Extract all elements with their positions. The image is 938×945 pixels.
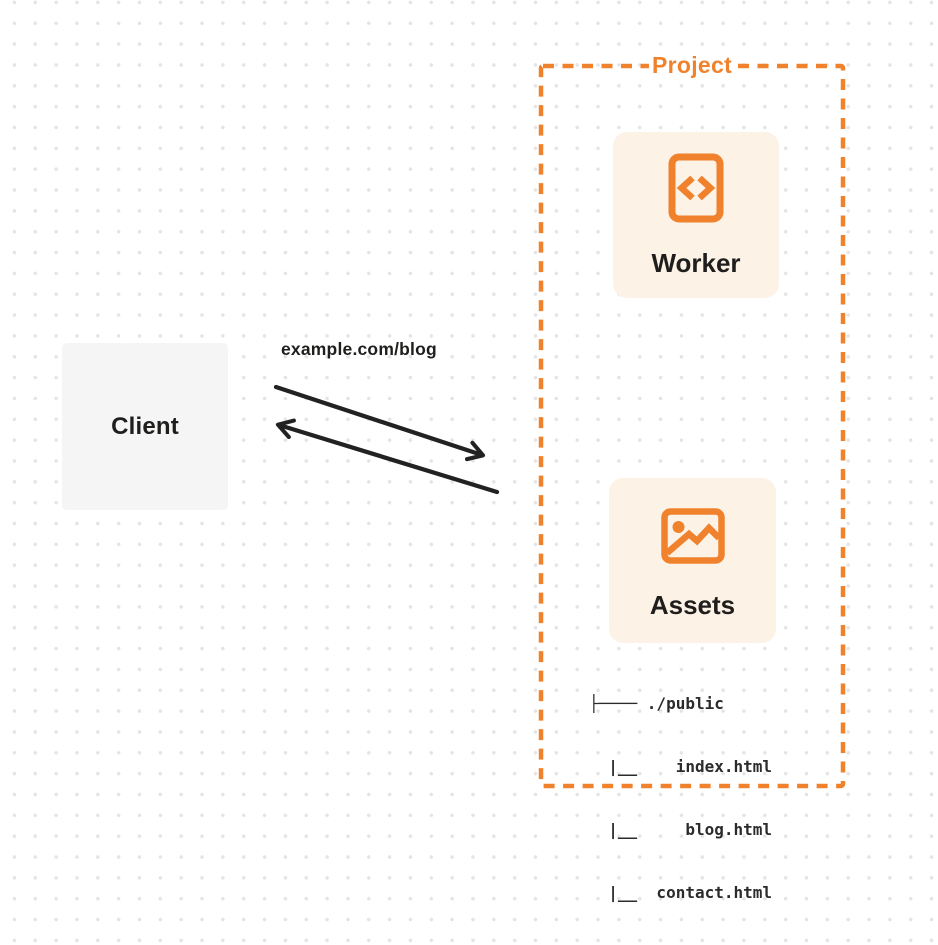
assets-label: Assets [649, 589, 736, 620]
response-arrow-left [275, 418, 500, 495]
file-tree-line: |__ contact.html [589, 883, 773, 902]
project-container: Project Worker Assets ├──── ./public |__… [536, 52, 848, 902]
client-node: Client [62, 343, 228, 510]
file-tree-line: ├──── ./public [589, 694, 724, 713]
request-url-label: example.com/blog [281, 339, 437, 359]
client-label: Client [111, 412, 179, 440]
request-arrow-right [273, 384, 486, 462]
file-tree-line: |__ blog.html [589, 820, 773, 839]
project-label: Project [648, 52, 736, 78]
assets-file-tree: ├──── ./public |__ index.html |__ blog.h… [589, 651, 772, 945]
project-dashed-border [538, 63, 846, 789]
file-tree-line: |__ index.html [589, 757, 773, 776]
assets-node: Assets [609, 478, 776, 643]
code-file-icon [668, 153, 724, 222]
worker-label: Worker [651, 247, 741, 278]
worker-node: Worker [613, 132, 779, 298]
image-icon [660, 507, 725, 564]
